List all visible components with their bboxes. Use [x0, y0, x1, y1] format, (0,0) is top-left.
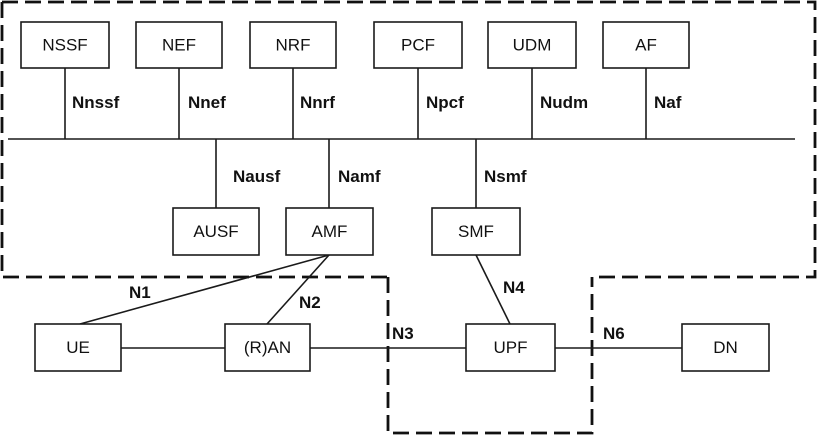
dn-label: DN: [713, 338, 738, 357]
nef-node[interactable]: NEF: [135, 21, 223, 69]
n6-interface-label: N6: [603, 324, 625, 343]
nsmf-interface-label: Nsmf: [484, 167, 527, 186]
nnssf-interface-label: Nnssf: [72, 93, 120, 112]
ausf-label: AUSF: [193, 222, 238, 241]
n1-interface-label: N1: [129, 283, 151, 302]
upf-label: UPF: [494, 338, 528, 357]
af-node[interactable]: AF: [602, 21, 690, 69]
ue-node[interactable]: UE: [34, 323, 122, 372]
af-label: AF: [635, 36, 657, 55]
upf-node[interactable]: UPF: [465, 323, 556, 372]
nrf-node[interactable]: NRF: [249, 21, 337, 69]
udm-node[interactable]: UDM: [487, 21, 577, 69]
udm-label: UDM: [513, 36, 552, 55]
pcf-label: PCF: [401, 36, 435, 55]
nrf-label: NRF: [276, 36, 311, 55]
nnef-interface-label: Nnef: [188, 93, 226, 112]
nnrf-interface-label: Nnrf: [300, 93, 335, 112]
upf-region-boundary: [386, 277, 594, 435]
nssf-node[interactable]: NSSF: [20, 21, 110, 69]
n3-interface-label: N3: [392, 324, 414, 343]
npcf-interface-label: Npcf: [426, 93, 464, 112]
amf-node[interactable]: AMF: [285, 207, 374, 256]
nssf-label: NSSF: [42, 36, 87, 55]
control-plane-boundary: [0, 0, 817, 279]
n2-link: [266, 254, 330, 325]
naf-interface-label: Naf: [654, 93, 682, 112]
ran-label: (R)AN: [244, 338, 291, 357]
n4-link: [475, 254, 511, 325]
smf-label: SMF: [458, 222, 494, 241]
pcf-node[interactable]: PCF: [373, 21, 463, 69]
dn-node[interactable]: DN: [681, 323, 770, 372]
smf-node[interactable]: SMF: [431, 207, 521, 256]
namf-interface-label: Namf: [338, 167, 381, 186]
ausf-node[interactable]: AUSF: [172, 207, 260, 256]
n4-interface-label: N4: [503, 278, 525, 297]
n1-link: [79, 254, 330, 325]
ran-node[interactable]: (R)AN: [224, 323, 311, 372]
nudm-interface-label: Nudm: [540, 93, 588, 112]
ue-label: UE: [66, 338, 90, 357]
nausf-interface-label: Nausf: [233, 167, 281, 186]
amf-label: AMF: [312, 222, 348, 241]
n2-interface-label: N2: [299, 293, 321, 312]
nef-label: NEF: [162, 36, 196, 55]
